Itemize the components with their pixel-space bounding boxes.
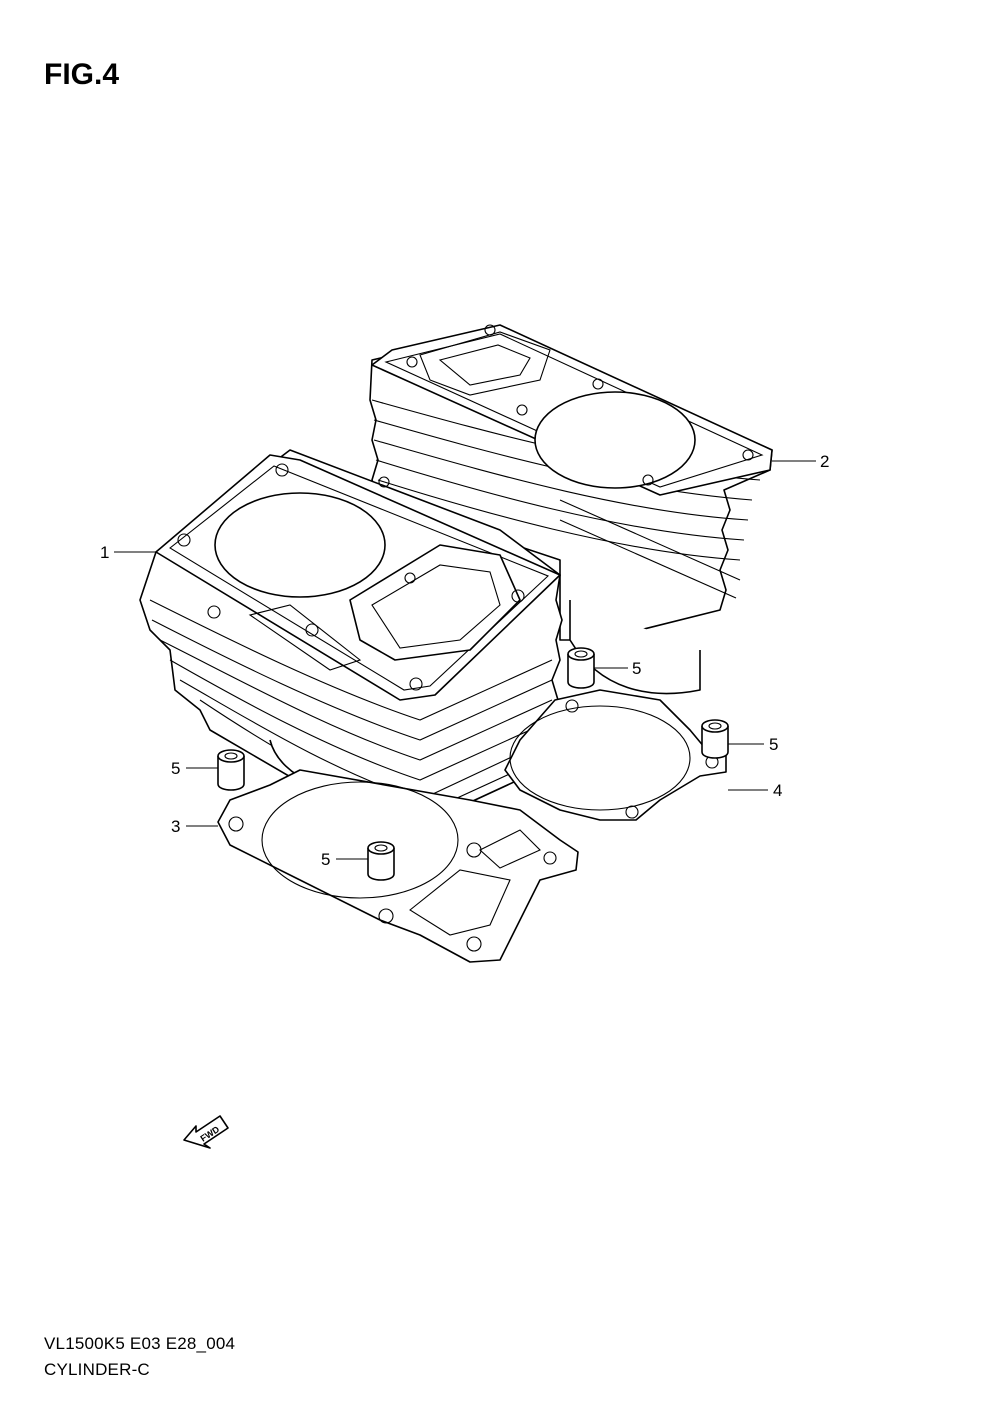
callout-5: 5 [769, 735, 778, 754]
callout-3: 3 [171, 817, 180, 836]
base-gasket-rear [504, 689, 727, 821]
leader-lines [114, 460, 816, 860]
callout-2: 2 [820, 452, 829, 471]
callout-1: 1 [100, 543, 109, 562]
dowel-pin [367, 841, 395, 881]
base-gasket-front [217, 769, 579, 963]
rear-cylinder [369, 324, 773, 695]
dowel-pins [217, 647, 729, 881]
figure-title: FIG.4 [44, 58, 120, 91]
callout-4: 4 [773, 781, 782, 800]
fwd-arrow-icon: FWD [183, 1115, 229, 1149]
dowel-pin [567, 647, 595, 689]
callout-5: 5 [632, 659, 641, 678]
callout-5: 5 [321, 850, 330, 869]
dowel-pin [217, 749, 245, 791]
callout-5: 5 [171, 759, 180, 778]
figure-caption: CYLINDER-C [44, 1360, 150, 1379]
drawing-code: VL1500K5 E03 E28_004 [44, 1334, 236, 1353]
dowel-pin [701, 719, 729, 759]
front-cylinder [139, 449, 563, 831]
